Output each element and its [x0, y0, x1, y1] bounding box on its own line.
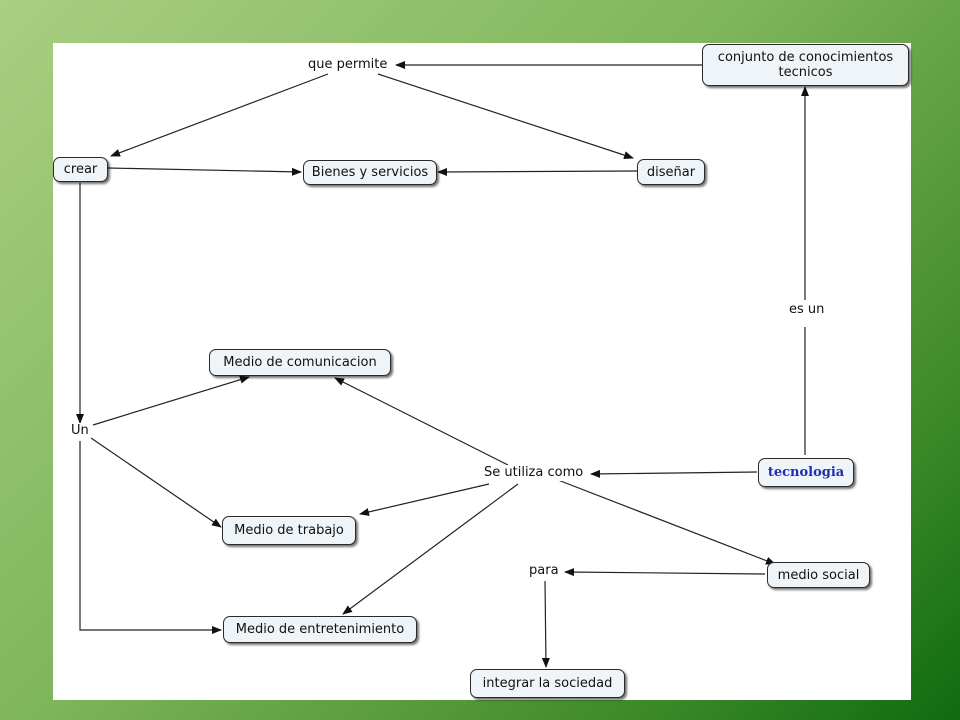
link-medio-social-to-para	[564, 568, 766, 577]
phrase-un: Un	[69, 423, 91, 439]
link-para-to-integrar	[541, 580, 550, 668]
link-un-to-comunicacion	[92, 375, 250, 426]
link-se-utiliza-to-comunicacion	[334, 377, 509, 466]
node-tecnologia[interactable]: tecnologia	[758, 458, 854, 487]
phrase-se-utiliza-como: Se utiliza como	[482, 465, 586, 481]
link-disenar-to-bienes	[437, 167, 638, 176]
node-medio-trabajo[interactable]: Medio de trabajo	[222, 516, 356, 545]
link-que-permite-to-crear	[110, 73, 329, 157]
node-crear[interactable]: crear	[53, 157, 108, 182]
link-un-to-trabajo	[90, 437, 222, 528]
phrase-para: para	[527, 563, 561, 579]
node-medio-entretenimiento[interactable]: Medio de entretenimiento	[223, 616, 417, 643]
concept-map-canvas: conjunto de conocimientos tecnicos crear…	[53, 43, 911, 700]
link-se-utiliza-to-entretenimiento	[342, 483, 519, 615]
link-un-to-entretenimiento	[79, 441, 222, 634]
node-integrar-la-sociedad[interactable]: integrar la sociedad	[470, 669, 625, 698]
node-disenar[interactable]: diseñar	[637, 159, 705, 185]
link-se-utiliza-to-trabajo	[359, 483, 490, 516]
node-bienes-y-servicios[interactable]: Bienes y servicios	[303, 160, 437, 185]
link-tecnologia-to-se-utiliza	[590, 469, 758, 478]
phrase-que-permite: que permite	[306, 57, 390, 73]
connection-lines	[76, 61, 809, 668]
node-conjunto-conocimientos[interactable]: conjunto de conocimientos tecnicos	[702, 44, 909, 86]
node-medio-social[interactable]: medio social	[767, 562, 870, 588]
link-se-utiliza-to-medio-social	[557, 479, 776, 565]
phrase-es-un: es un	[787, 302, 827, 318]
link-que-permite-to-disenar	[377, 73, 634, 159]
link-crear-to-bienes	[107, 167, 302, 176]
node-medio-comunicacion[interactable]: Medio de comunicacion	[209, 349, 391, 376]
